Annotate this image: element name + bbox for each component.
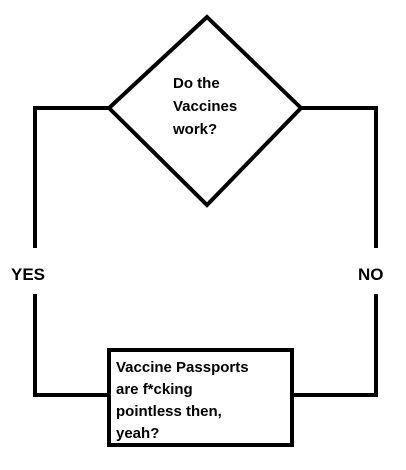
no-branch-label: NO xyxy=(358,265,384,284)
decision-line: Vaccines xyxy=(173,98,238,115)
decision-line: Do the xyxy=(173,75,220,92)
no-connector-bottom xyxy=(292,294,378,397)
decision-text: Do the Vaccines work? xyxy=(173,72,237,141)
yes-connector-bottom xyxy=(33,294,109,397)
no-connector-top xyxy=(301,106,378,248)
result-text: Vaccine Passports are f*cking pointless … xyxy=(116,357,249,445)
result-line: yeah? xyxy=(116,425,160,442)
yes-branch-label: YES xyxy=(11,265,46,284)
decision-line: work? xyxy=(173,121,218,138)
decision-diamond xyxy=(106,14,304,208)
result-box xyxy=(107,348,294,447)
result-line: pointless then, xyxy=(116,403,222,420)
result-line: Vaccine Passports xyxy=(116,359,249,376)
yes-connector-top xyxy=(33,106,109,248)
result-line: are f*cking xyxy=(116,381,193,398)
